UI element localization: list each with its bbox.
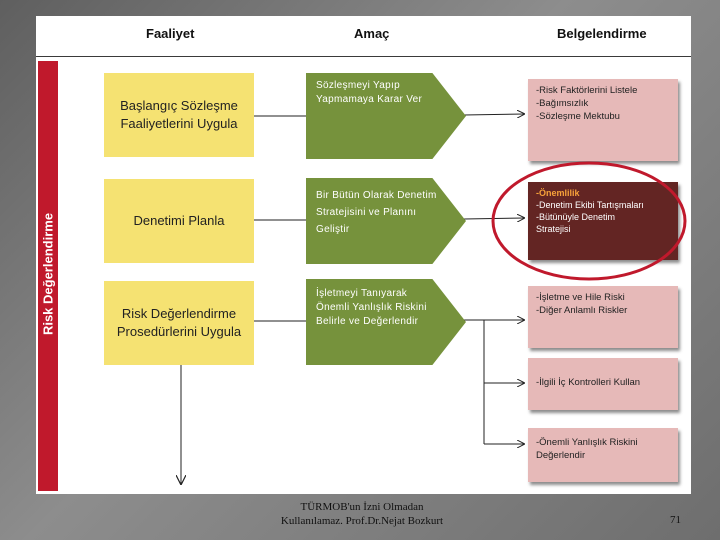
activity-box-initial-engagement: Başlangıç Sözleşme Faaliyetlerini Uygula: [104, 73, 254, 157]
activity-box-risk-assessment: Risk Değerlendirme Prosedürlerini Uygula: [104, 281, 254, 365]
activity-label: Başlangıç Sözleşme Faaliyetlerini Uygula: [120, 98, 238, 131]
purpose-line: Karar Ver: [377, 94, 423, 105]
purpose-line: Önemli Yanlışlık: [316, 302, 393, 313]
column-header-purpose: Amaç: [354, 26, 390, 41]
document-line: -İlgili İç Kontrolleri Kullan: [536, 377, 641, 388]
activity-label: Risk Değerlendirme Prosedürlerini Uygula: [116, 306, 242, 339]
document-line: Stratejisi: [536, 224, 571, 234]
purpose-line: Yapıp Yapmamaya: [316, 80, 400, 105]
footer-line-1: TÜRMOB'un İzni Olmadan: [300, 501, 424, 513]
slide: Faaliyet Amaç Belgelendirme Risk Değerle…: [36, 16, 691, 494]
document-line: -Denetim Ekibi Tartışmaları: [536, 200, 644, 210]
purpose-arrow-3: İşletmeyi Tanıyarak Önemli Yanlışlık Ris…: [306, 279, 466, 365]
purpose-line: Riskini Belirle ve: [316, 302, 427, 327]
document-assess-misstatement: -Önemli Yanlışlık Riskini Değerlendir: [528, 428, 678, 482]
purpose-line: İşletmeyi Tanıyarak: [316, 288, 408, 299]
purpose-line: Planını Geliştir: [316, 207, 417, 235]
column-header-activity: Faaliyet: [146, 26, 195, 41]
column-header-documentation: Belgelendirme: [557, 26, 647, 41]
document-line: -Diğer Anlamlı Riskler: [536, 305, 628, 316]
document-highlight: -Önemlilik: [536, 188, 580, 198]
purpose-arrow-1: Sözleşmeyi Yapıp Yapmamaya Karar Ver: [306, 73, 466, 159]
document-line: -Önemli Yanlışlık Riskini: [536, 437, 638, 448]
document-line: Değerlendir: [536, 450, 586, 461]
connector-lines: [36, 16, 691, 494]
header-divider: [36, 56, 691, 57]
footer: TÜRMOB'un İzni Olmadan Kullanılamaz. Pro…: [262, 500, 462, 528]
footer-line-2: Kullanılamaz. Prof.Dr.Nejat Bozkurt: [280, 515, 444, 527]
purpose-line: Bir Bütün Olarak: [316, 190, 395, 201]
document-fraud-risk: -İşletme ve Hile Riski -Diğer Anlamlı Ri…: [528, 286, 678, 348]
document-risk-factors: -Risk Faktörlerini Listele -Bağımsızlık …: [528, 79, 678, 161]
page-number: 71: [670, 514, 681, 526]
purpose-line: Değerlendir: [363, 316, 419, 327]
document-materiality: -Önemlilik -Denetim Ekibi Tartışmaları -…: [528, 182, 678, 260]
purpose-arrow-2: Bir Bütün Olarak Denetim Stratejisini ve…: [306, 178, 466, 264]
document-line: -Sözleşme Mektubu: [536, 111, 620, 122]
document-line: -Bütünüyle Denetim: [536, 212, 616, 222]
activity-label: Denetimi Planla: [133, 213, 225, 228]
purpose-line: Sözleşmeyi: [316, 80, 371, 91]
highlight-ellipse: [491, 161, 687, 281]
document-line: -Risk Faktörlerini Listele: [536, 85, 638, 96]
side-bar: [38, 61, 58, 491]
document-internal-controls: -İlgili İç Kontrolleri Kullan: [528, 358, 678, 410]
purpose-line: Denetim: [397, 190, 437, 201]
activity-box-plan-audit: Denetimi Planla: [104, 179, 254, 263]
document-line: -İşletme ve Hile Riski: [536, 292, 625, 303]
purpose-line: Stratejisini ve: [316, 207, 380, 218]
document-line: -Bağımsızlık: [536, 98, 589, 109]
connector-purpose-1-to-document-1: [463, 114, 524, 115]
